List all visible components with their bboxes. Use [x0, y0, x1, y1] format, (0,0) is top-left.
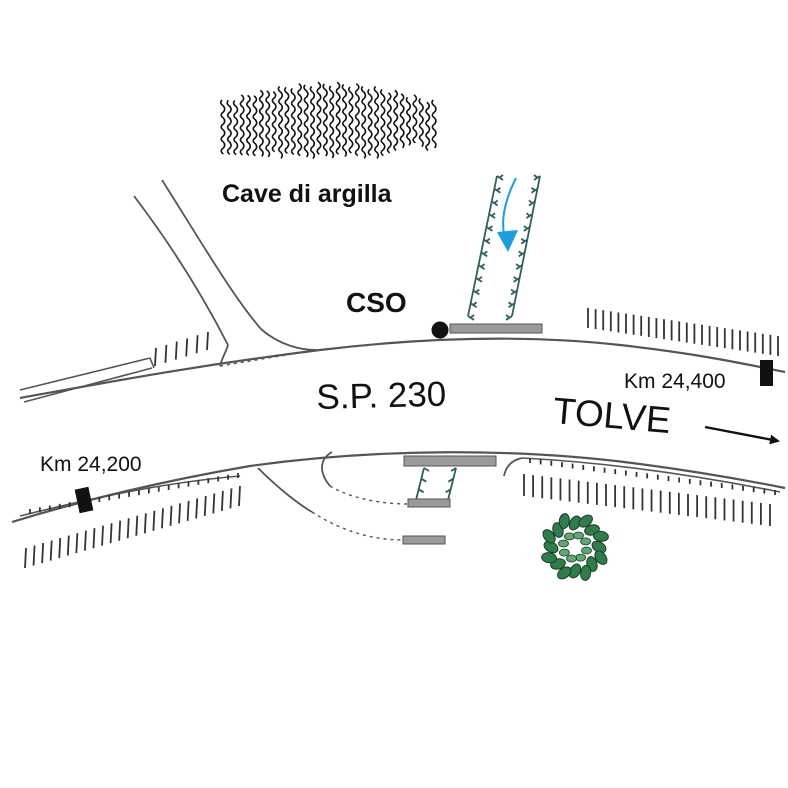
direction-arrow-icon	[704, 425, 780, 445]
quarry-label: Cave di argilla	[222, 180, 392, 208]
culvert-south-main	[403, 455, 497, 467]
kilometer-marker-icon	[74, 486, 94, 514]
clay-quarry-hatching-icon	[219, 81, 437, 160]
drainage-channel-south	[415, 467, 457, 504]
culverts	[402, 323, 543, 545]
road-south-edge	[11, 451, 786, 524]
shoulder-southwest	[19, 475, 241, 517]
shoulder-southeast	[521, 457, 781, 493]
side-road-northwest	[133, 179, 317, 367]
culvert-cso	[449, 323, 543, 334]
road-sp230	[11, 337, 786, 524]
drainage-channel-north	[467, 174, 541, 321]
road-name-label: S.P. 230	[316, 374, 447, 417]
water-flow-arrow-icon	[497, 177, 518, 252]
road-north-edge	[19, 337, 786, 400]
station-point-icon	[431, 321, 449, 339]
station-label: CSO	[346, 287, 407, 318]
tree-icon	[541, 513, 609, 581]
minor-road-west	[19, 357, 155, 403]
kilometer-marker-icon	[760, 360, 773, 386]
side-roads-south	[257, 451, 523, 541]
km-east-label: Km 24,400	[624, 370, 726, 393]
embankment-ticks	[24, 308, 779, 569]
culvert-south-2	[402, 535, 446, 545]
culvert-south-1	[407, 498, 451, 508]
km-west-label: Km 24,200	[40, 453, 142, 476]
